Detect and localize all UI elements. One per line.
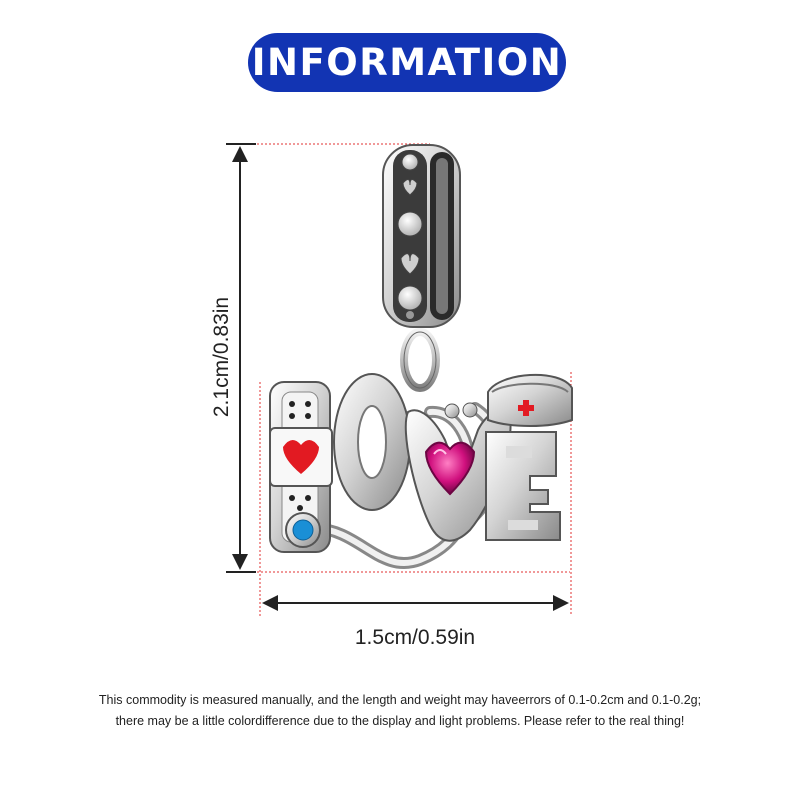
gem-heart-icon [424, 441, 476, 496]
width-arrow-right [553, 595, 569, 611]
letter-e [485, 431, 561, 541]
width-label: 1.5cm/0.59in [354, 626, 476, 649]
letter-o [333, 373, 411, 511]
height-label: 2.1cm/0.83in [210, 296, 233, 418]
height-arrow-top [232, 146, 248, 162]
enamel-heart-icon [283, 439, 319, 474]
height-arrow-bottom [232, 554, 248, 570]
header-title: INFORMATION [251, 41, 563, 84]
width-arrow-left [262, 595, 278, 611]
charm-bail [382, 144, 461, 328]
disclaimer-line-2: there may be a little colordifference du… [115, 714, 685, 728]
stethoscope-chestpiece [285, 512, 321, 548]
disclaimer-line-1: This commodity is measured manually, and… [98, 693, 702, 707]
disclaimer-text: This commodity is measured manually, and… [0, 690, 800, 732]
charm-link [400, 328, 440, 392]
bandage-letter-l [269, 381, 333, 553]
header-banner: INFORMATION [248, 33, 566, 92]
letter-v [404, 409, 512, 542]
height-dimension [226, 143, 570, 573]
nurse-cap [487, 373, 573, 427]
